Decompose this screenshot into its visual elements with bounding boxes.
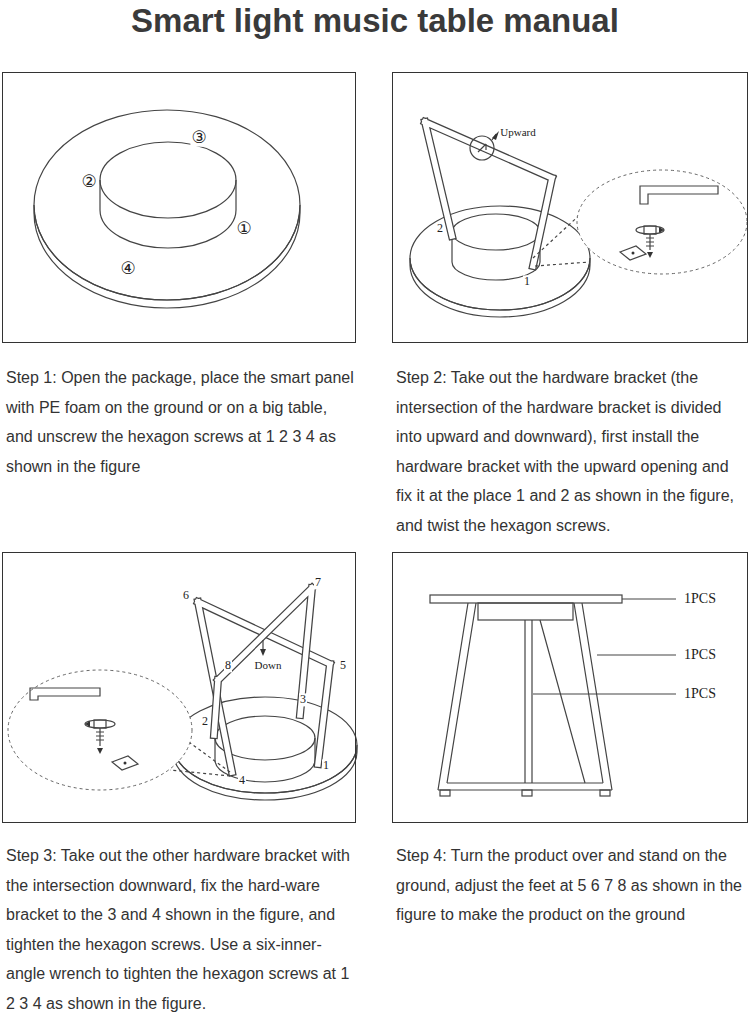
callout-number: 5 (339, 659, 347, 672)
second-bracket-drawing (8, 588, 357, 800)
callout-number: 1 (322, 759, 330, 772)
callout-number: 2 (201, 715, 209, 728)
callout-number: 6 (182, 589, 190, 602)
direction-label: Upward (499, 126, 536, 138)
callout-number: ② (80, 172, 97, 191)
direction-label: Down (254, 659, 283, 671)
step-instruction: Step 1: Open the package, place the smar… (6, 363, 358, 481)
step-instruction: Step 4: Turn the product over and stand … (396, 841, 748, 930)
title: Smart light music table manual (0, 2, 750, 40)
callout-number: 8 (224, 659, 232, 672)
smart-panel-drawing (34, 110, 300, 308)
step-panel: Step 2: Take out the hardware bracket (t… (392, 72, 748, 343)
callout-number: 2 (436, 222, 444, 235)
step-instruction: Step 2: Take out the hardware bracket (t… (396, 363, 748, 540)
callout-number: 3 (299, 693, 307, 706)
callout-number: ④ (119, 259, 136, 278)
callout-number: ③ (190, 128, 207, 147)
callout-number: 1 (523, 275, 531, 288)
callout-number: 7 (314, 576, 322, 589)
quantity-label: 1PCS (683, 591, 717, 606)
step-panel: Step 3: Take out the other hardware brac… (2, 552, 356, 823)
step-panel: Step 1: Open the package, place the smar… (2, 72, 356, 343)
callout-number: 4 (238, 774, 246, 787)
step-instruction: Step 3: Take out the other hardware brac… (6, 841, 358, 1018)
assembled-table-drawing (430, 595, 676, 796)
quantity-label: 1PCS (683, 686, 717, 701)
quantity-label: 1PCS (683, 647, 717, 662)
callout-number: ① (235, 219, 252, 238)
bracket-install-drawing (410, 122, 747, 317)
